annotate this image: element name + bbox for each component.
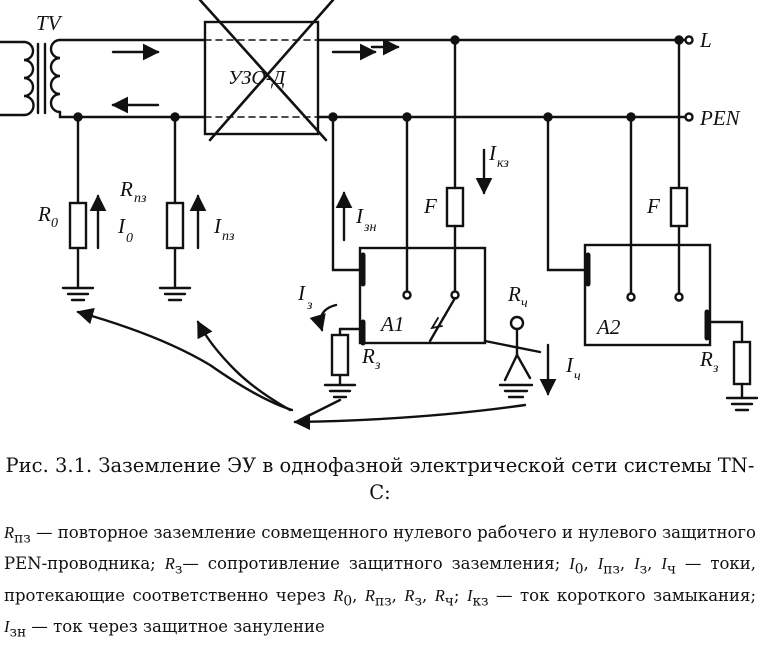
- label-rpz-sub: пз: [134, 191, 147, 206]
- label-i0-sub: 0: [126, 231, 133, 246]
- legend-text: ,: [391, 585, 405, 605]
- legend-text: ,: [647, 554, 662, 574]
- label-rpz: R: [119, 177, 133, 201]
- label-iz-sub: з: [306, 298, 313, 313]
- legend-symbol-subscript: кз: [472, 592, 489, 609]
- label-rz1-sub: з: [374, 358, 381, 373]
- legend-symbol: I: [661, 554, 667, 574]
- iz-arrow: [309, 303, 338, 332]
- equipment-a2: [543, 35, 759, 412]
- label-rch-sub: ч: [521, 296, 528, 311]
- ground-return-arrow-left: [76, 307, 294, 412]
- label-uzo: УЗО-Д: [228, 67, 286, 89]
- label-r0: R: [37, 202, 51, 226]
- legend-text: — повторное заземление совмещенного нуле…: [4, 523, 756, 574]
- legend-text: ,: [583, 554, 598, 574]
- legend-symbol: I: [634, 554, 640, 574]
- legend-symbol-subscript: ч: [666, 561, 676, 578]
- label-rz2-sub: з: [712, 361, 719, 376]
- legend-text: — ток через защитное зануление: [26, 616, 325, 636]
- equipment-a1: [323, 35, 487, 399]
- label-ikz-sub: кз: [497, 156, 509, 171]
- legend-text: ,: [619, 554, 635, 574]
- label-ich-sub: ч: [574, 369, 581, 384]
- legend-symbol: R: [364, 585, 375, 605]
- label-l: L: [699, 28, 712, 52]
- legend-symbol-subscript: 0: [343, 592, 353, 609]
- label-izn-sub: зн: [363, 220, 376, 235]
- rpz-grounding-branch: [158, 112, 192, 302]
- legend-symbol: I: [4, 616, 10, 636]
- label-fuse-f2: F: [646, 194, 660, 218]
- terminal-pen: [684, 112, 694, 122]
- label-ich: I: [565, 353, 574, 377]
- label-ipz-sub: пз: [222, 229, 235, 244]
- legend-symbol-subscript: пз: [603, 561, 620, 578]
- legend-symbol-subscript: з: [414, 592, 422, 609]
- legend-symbol: I: [466, 585, 473, 605]
- legend-text: — ток короткого замыкания;: [488, 585, 757, 605]
- figure-caption-title: Рис. 3.1. Заземление ЭУ в однофазной эле…: [5, 454, 755, 504]
- legend-text: — сопротивление защитного заземления;: [182, 554, 570, 574]
- legend-symbol: I: [569, 554, 575, 574]
- figure-legend: Rпз — повторное заземление совмещенного …: [4, 520, 756, 645]
- rcd-uzo-d-box: [198, 0, 335, 142]
- label-r0-sub: 0: [51, 216, 58, 231]
- label-a1: A1: [379, 312, 404, 336]
- legend-symbol-subscript: 0: [574, 561, 584, 578]
- legend-symbol-subscript: зн: [9, 624, 27, 641]
- label-rz1: R: [361, 344, 375, 368]
- ground-link-arrow: [308, 398, 342, 417]
- label-tv: TV: [36, 11, 63, 35]
- label-fuse-f1: F: [423, 194, 437, 218]
- legend-symbol: R: [404, 585, 415, 605]
- label-rz2: R: [699, 347, 713, 371]
- legend-symbol-subscript: з: [174, 561, 183, 578]
- legend-symbol-subscript: з: [639, 561, 648, 578]
- ground-return-arrow-bottom: [293, 403, 527, 431]
- legend-symbol: R: [4, 523, 15, 542]
- terminal-l: [684, 35, 694, 45]
- legend-text: ,: [352, 585, 365, 605]
- legend-text: ;: [453, 585, 467, 605]
- person-rch: [483, 315, 542, 399]
- legend-symbol: R: [164, 554, 175, 574]
- r0-grounding-branch: [61, 112, 95, 302]
- transformer-tv: [0, 38, 207, 119]
- legend-symbol-subscript: пз: [14, 530, 31, 547]
- label-izn: I: [355, 204, 364, 228]
- legend-text: ,: [421, 585, 435, 605]
- tn-c-grounding-diagram: TV УЗО-Д L PEN R 0 I 0 R пз I пз I кз I …: [0, 0, 759, 431]
- label-pen: PEN: [699, 106, 741, 130]
- legend-text: — токи, протекающие соответственно через: [4, 554, 756, 605]
- legend-symbol: R: [333, 585, 344, 605]
- label-a2: A2: [595, 315, 621, 339]
- legend-symbol: I: [597, 554, 604, 574]
- legend-symbol-subscript: пз: [374, 592, 392, 609]
- legend-symbol: R: [434, 585, 445, 605]
- label-iz: I: [297, 281, 306, 305]
- label-rch: R: [507, 282, 521, 306]
- label-ikz: I: [488, 141, 497, 165]
- label-i0: I: [117, 214, 126, 238]
- label-ipz: I: [213, 214, 222, 238]
- legend-symbol-subscript: ч: [444, 592, 454, 609]
- ground-return-arrow-mid: [196, 320, 292, 412]
